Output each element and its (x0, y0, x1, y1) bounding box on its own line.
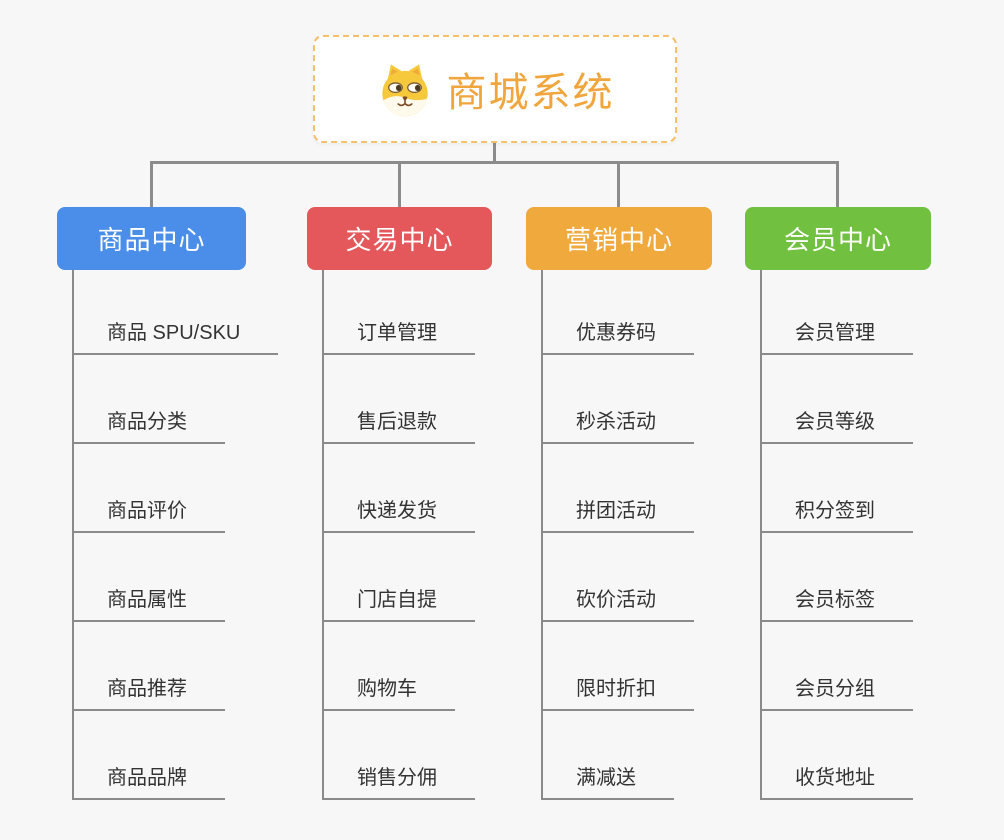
leaf-column-product: 商品 SPU/SKU 商品分类 商品评价 商品属性 商品推荐 商品品牌 (72, 266, 279, 800)
dog-icon (381, 64, 428, 117)
leaf-item[interactable]: 拼团活动 (541, 494, 694, 533)
connector-root-stub (493, 141, 496, 163)
branch-box-product-center[interactable]: 商品中心 (57, 207, 246, 270)
leaf-item[interactable]: 商品品牌 (72, 761, 225, 800)
leaf-item[interactable]: 收货地址 (760, 761, 913, 800)
leaf-item[interactable]: 销售分佣 (322, 761, 475, 800)
connector-drop-3 (617, 161, 620, 208)
leaf-item[interactable]: 优惠券码 (541, 316, 694, 355)
leaf-item[interactable]: 砍价活动 (541, 583, 694, 622)
leaf-column-member: 会员管理 会员等级 积分签到 会员标签 会员分组 收货地址 (760, 266, 913, 800)
connector-drop-4 (836, 161, 839, 208)
leaf-item[interactable]: 商品 SPU/SKU (72, 316, 279, 355)
leaf-item[interactable]: 限时折扣 (541, 672, 694, 711)
branch-box-marketing-center[interactable]: 营销中心 (526, 207, 712, 270)
connector-horizontal (150, 161, 838, 164)
leaf-item[interactable]: 积分签到 (760, 494, 913, 533)
leaf-item[interactable]: 订单管理 (322, 316, 475, 355)
leaf-item[interactable]: 商品属性 (72, 583, 225, 622)
leaf-item[interactable]: 商品评价 (72, 494, 225, 533)
connector-drop-1 (150, 161, 153, 208)
leaf-item[interactable]: 快递发货 (322, 494, 475, 533)
leaf-item[interactable]: 门店自提 (322, 583, 475, 622)
leaf-column-marketing: 优惠券码 秒杀活动 拼团活动 砍价活动 限时折扣 满减送 (541, 266, 694, 800)
leaf-item[interactable]: 秒杀活动 (541, 405, 694, 444)
leaf-item[interactable]: 会员管理 (760, 316, 913, 355)
leaf-item[interactable]: 满减送 (541, 761, 674, 800)
leaf-item[interactable]: 会员分组 (760, 672, 913, 711)
root-node[interactable]: 商城系统 (313, 35, 677, 143)
leaf-item[interactable]: 购物车 (322, 672, 455, 711)
leaf-item[interactable]: 会员标签 (760, 583, 913, 622)
leaf-column-trade: 订单管理 售后退款 快递发货 门店自提 购物车 销售分佣 (322, 266, 475, 800)
leaf-item[interactable]: 商品分类 (72, 405, 225, 444)
leaf-item[interactable]: 售后退款 (322, 405, 475, 444)
leaf-item[interactable]: 会员等级 (760, 405, 913, 444)
connector-drop-2 (398, 161, 401, 208)
branch-box-trade-center[interactable]: 交易中心 (307, 207, 492, 270)
leaf-item[interactable]: 商品推荐 (72, 672, 225, 711)
root-title: 商城系统 (446, 71, 615, 115)
branch-box-member-center[interactable]: 会员中心 (745, 207, 931, 270)
